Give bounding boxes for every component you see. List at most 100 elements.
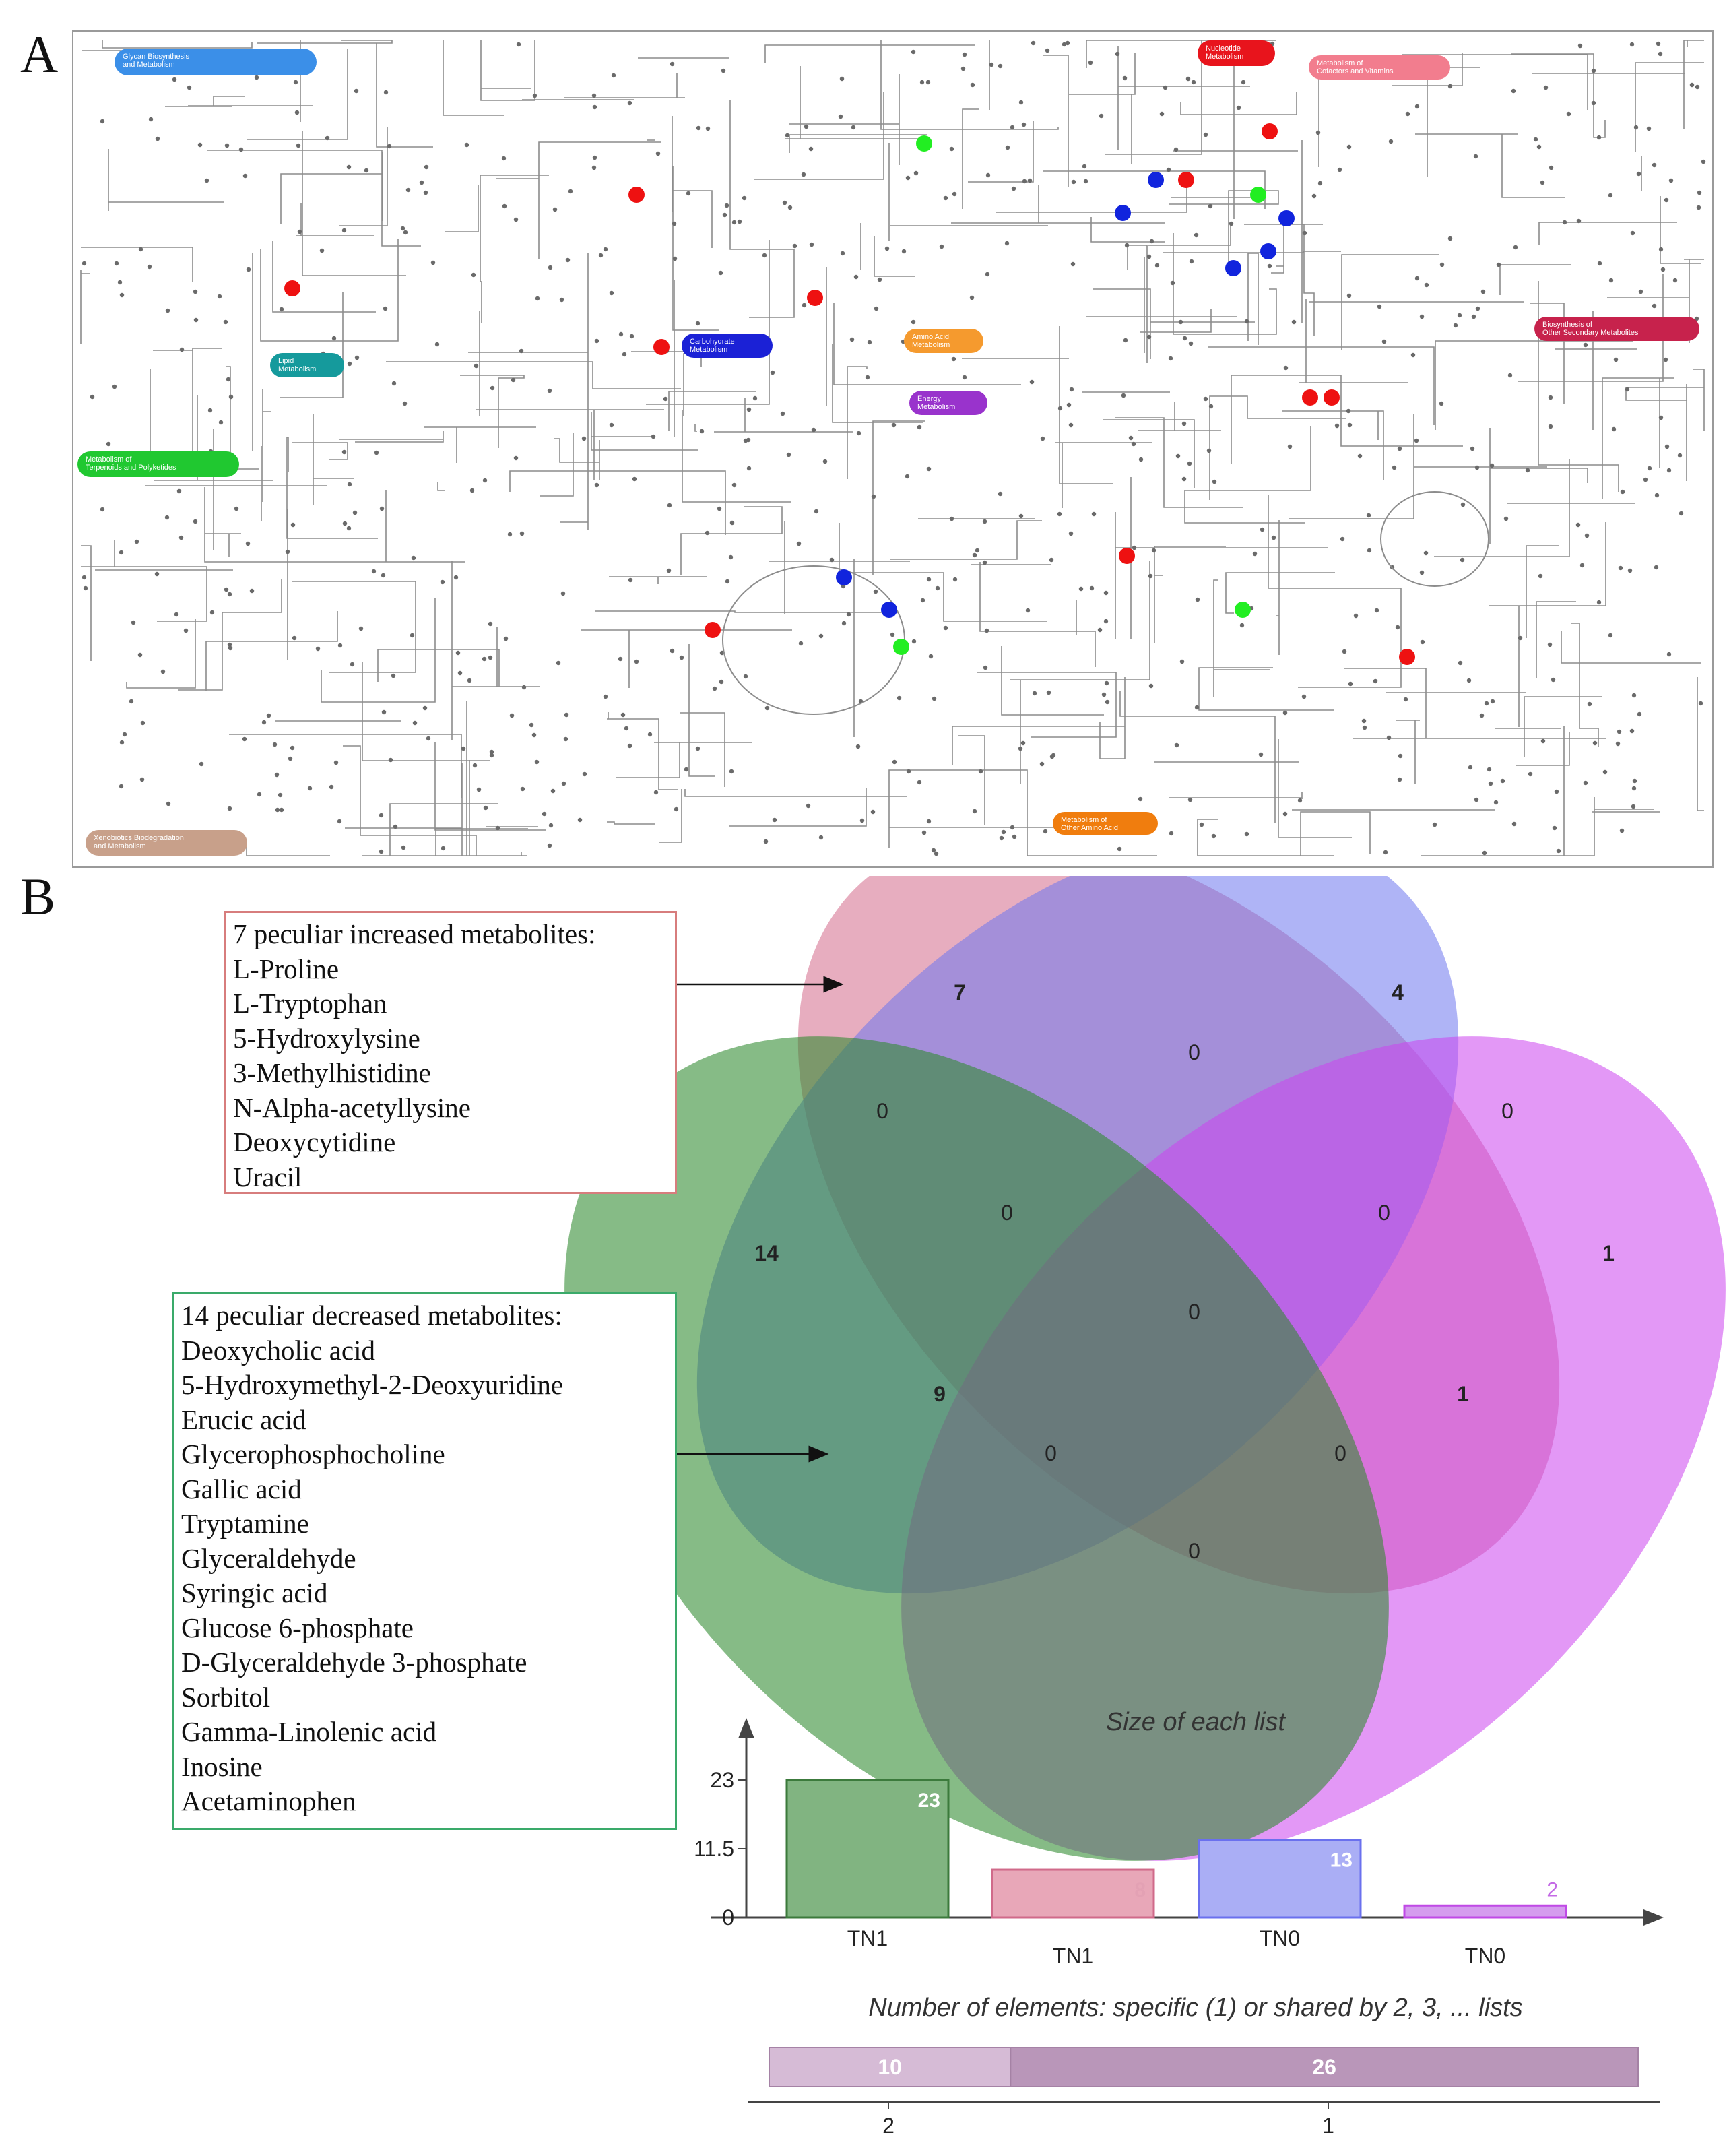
pathway-node xyxy=(148,117,154,122)
pathway-node xyxy=(154,571,160,577)
pathway-node xyxy=(1583,342,1588,348)
metabolite-marker-blue xyxy=(881,602,897,618)
pathway-node xyxy=(919,80,925,85)
pathway-node xyxy=(296,143,301,148)
pathway-node xyxy=(647,732,653,737)
pathway-node xyxy=(364,168,369,173)
decreased-metabolites-callout: 14 peculiar decreased metabolites: Deoxy… xyxy=(172,1292,677,1830)
pathway-node xyxy=(1188,341,1194,346)
pathway-node xyxy=(1643,477,1648,482)
count-set1-set4: 0 xyxy=(876,1099,888,1123)
pathway-node xyxy=(1664,444,1670,449)
pathway-node xyxy=(592,155,597,160)
category-pill xyxy=(270,353,344,377)
pathway-node xyxy=(1552,825,1557,831)
pathway-node xyxy=(1169,831,1174,836)
pathway-node xyxy=(1658,51,1663,57)
increased-metabolite: Deoxycytidine xyxy=(233,1127,396,1158)
pathway-node xyxy=(1460,557,1465,563)
pathway-node xyxy=(1668,178,1674,183)
pathway-node xyxy=(1652,303,1657,309)
pathway-node xyxy=(165,308,170,313)
pathway-node xyxy=(808,146,814,152)
pathway-node xyxy=(1062,42,1067,47)
shared-elements-category-label: 1 xyxy=(1322,2114,1334,2138)
pathway-node xyxy=(193,519,198,524)
pathway-node xyxy=(839,76,845,82)
pathway-node xyxy=(1163,85,1168,90)
pathway-node xyxy=(224,143,230,148)
pathway-node xyxy=(1340,536,1345,542)
pathway-node xyxy=(1195,597,1200,602)
pathway-node xyxy=(147,264,152,270)
pathway-node xyxy=(224,587,229,592)
count-set2-set3: 0 xyxy=(1501,1099,1513,1123)
pathway-node xyxy=(1078,586,1084,592)
metabolite-marker-red xyxy=(1262,123,1278,139)
pathway-node xyxy=(1083,179,1088,184)
pathway-node xyxy=(1374,608,1379,613)
category-label-text: Metabolism xyxy=(690,346,727,354)
pathway-node xyxy=(911,319,916,325)
pathway-node xyxy=(1373,678,1378,684)
pathway-node xyxy=(1347,422,1353,428)
pathway-node xyxy=(1471,314,1476,319)
pathway-node xyxy=(1342,649,1347,654)
pathway-node xyxy=(333,760,339,765)
pathway-node xyxy=(1538,573,1543,579)
pathway-node xyxy=(1138,457,1144,462)
pathway-node xyxy=(1029,379,1035,385)
pathway-node xyxy=(1602,769,1608,775)
pathway-node xyxy=(686,191,691,196)
pathway-node xyxy=(970,82,975,88)
pathway-node xyxy=(1208,404,1214,409)
pathway-node xyxy=(1291,319,1297,325)
pathway-node xyxy=(1489,463,1495,468)
count-set4-only: 14 xyxy=(754,1241,779,1265)
pathway-node xyxy=(1466,678,1472,683)
pathway-node xyxy=(1022,179,1027,184)
pathway-node xyxy=(672,221,677,226)
pathway-node xyxy=(1146,254,1152,259)
pathway-node xyxy=(1123,338,1128,343)
pathway-node xyxy=(905,175,911,181)
pathway-node xyxy=(1398,753,1403,759)
pathway-node xyxy=(519,348,524,354)
pathway-node xyxy=(1592,740,1598,746)
pathway-node xyxy=(1562,220,1567,225)
pathway-node xyxy=(1566,111,1571,117)
category-label-text: and Metabolism xyxy=(123,61,175,69)
count-set3-only: 1 xyxy=(1602,1241,1615,1265)
pathway-node xyxy=(865,375,870,380)
pathway-node xyxy=(972,552,977,558)
pathway-node xyxy=(1194,705,1200,710)
pathway-node xyxy=(285,549,290,554)
pathway-node xyxy=(998,491,1003,497)
pathway-node xyxy=(609,290,614,296)
metabolite-markers xyxy=(284,123,1415,665)
pathway-node xyxy=(461,746,466,751)
pathway-node xyxy=(801,172,806,177)
pathway-node xyxy=(1432,822,1437,827)
pathway-node xyxy=(521,685,527,690)
pathway-node xyxy=(1089,585,1095,591)
pathway-node xyxy=(1587,701,1592,707)
pathway-node xyxy=(818,633,824,639)
pathway-node xyxy=(712,686,717,691)
pathway-node xyxy=(762,253,767,258)
pathway-node xyxy=(1458,660,1463,666)
category-pill xyxy=(86,830,247,856)
pathway-node xyxy=(983,665,988,670)
metabolite-marker-green xyxy=(1235,602,1251,618)
pathway-node xyxy=(254,75,259,80)
pathway-node xyxy=(627,743,632,749)
pathway-node xyxy=(507,532,513,537)
pathway-node xyxy=(207,408,213,413)
pathway-node xyxy=(1654,565,1659,570)
pathway-node xyxy=(1151,548,1156,553)
pathway-node xyxy=(1239,623,1245,628)
panel-label-b: B xyxy=(20,867,56,926)
pathway-node xyxy=(1311,193,1317,199)
